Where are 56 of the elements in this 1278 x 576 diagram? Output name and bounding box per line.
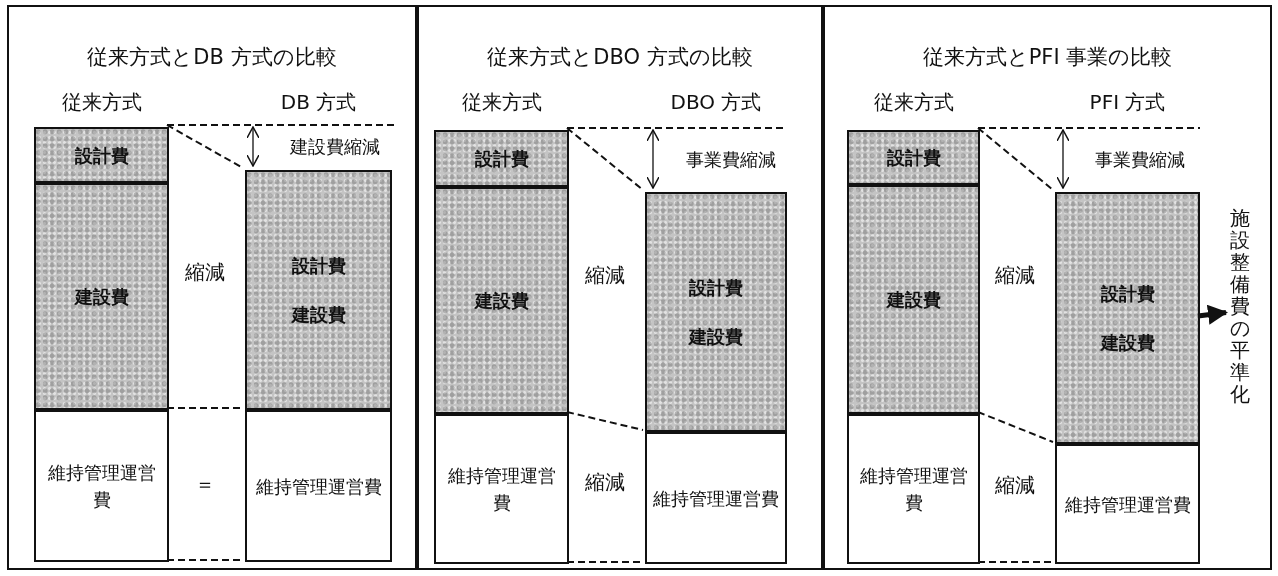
dashed-connector [566, 411, 644, 431]
shaded-cost-box [847, 185, 980, 414]
cost-box [245, 410, 392, 562]
dimension-label: 建設費縮減 [290, 135, 380, 159]
panel-title: 従来方式とDBO 方式の比較 [486, 44, 754, 71]
dashed-connector [977, 127, 1054, 191]
box-text: 維持管理運営費 [858, 464, 969, 515]
dashed-connector [566, 127, 644, 191]
shaded-cost-box [34, 183, 169, 410]
box-text: 建設費 [74, 285, 129, 309]
cost-box [34, 410, 169, 562]
dashed-connector [977, 561, 1054, 563]
dashed-connector [166, 124, 244, 169]
shaded-cost-box [434, 187, 569, 414]
shaded-cost-box [245, 170, 392, 410]
box-text: 建設費 [1100, 331, 1155, 355]
box-text: 設計費 [1100, 282, 1155, 306]
box-text: 設計費 [74, 143, 129, 168]
comparison-panel [417, 5, 823, 570]
shaded-cost-box [434, 130, 569, 187]
shaded-cost-box [1055, 192, 1200, 444]
dimension-label: 事業費縮減 [1095, 148, 1185, 172]
column-header: DBO 方式 [670, 89, 762, 116]
box-text: 設計費 [291, 254, 346, 278]
comparison-panel [823, 5, 1272, 570]
column-header: 従来方式 [873, 89, 954, 116]
box-text: 建設費 [886, 288, 941, 312]
cost-box [645, 432, 787, 564]
shaded-cost-box [645, 192, 787, 432]
cost-box [1055, 444, 1200, 564]
box-text: 設計費 [689, 276, 743, 300]
comparison-panel [7, 5, 417, 570]
box-text: 維持管理運営費 [46, 461, 157, 512]
dimension-label: 事業費縮減 [686, 148, 776, 172]
dashed-connector [977, 411, 1054, 443]
box-text: 建設費 [474, 289, 529, 313]
column-header: 従来方式 [61, 89, 142, 116]
box-text: 建設費 [689, 325, 743, 349]
column-header: DB 方式 [280, 89, 357, 116]
shaded-cost-box [847, 130, 980, 185]
box-text: 維持管理運営費 [1064, 492, 1191, 517]
box-text: 維持管理運営費 [446, 464, 557, 515]
panel-title: 従来方式とDB 方式の比較 [86, 44, 338, 71]
column-header: 従来方式 [461, 89, 542, 116]
box-text: 維持管理運営費 [653, 486, 779, 511]
cost-box [847, 414, 980, 564]
box-text: 建設費 [291, 303, 346, 327]
arrow [1197, 304, 1228, 325]
column-header: PFI 方式 [1089, 89, 1166, 116]
box-text: 設計費 [886, 146, 941, 170]
box-text: 維持管理運営費 [255, 474, 382, 499]
cost-box [434, 414, 569, 564]
vertical-text: 施設整備費の平準化 [1230, 207, 1256, 422]
box-text: 設計費 [474, 147, 529, 171]
panel-title: 従来方式とPFI 事業の比較 [921, 44, 1174, 71]
shaded-cost-box [34, 127, 169, 183]
